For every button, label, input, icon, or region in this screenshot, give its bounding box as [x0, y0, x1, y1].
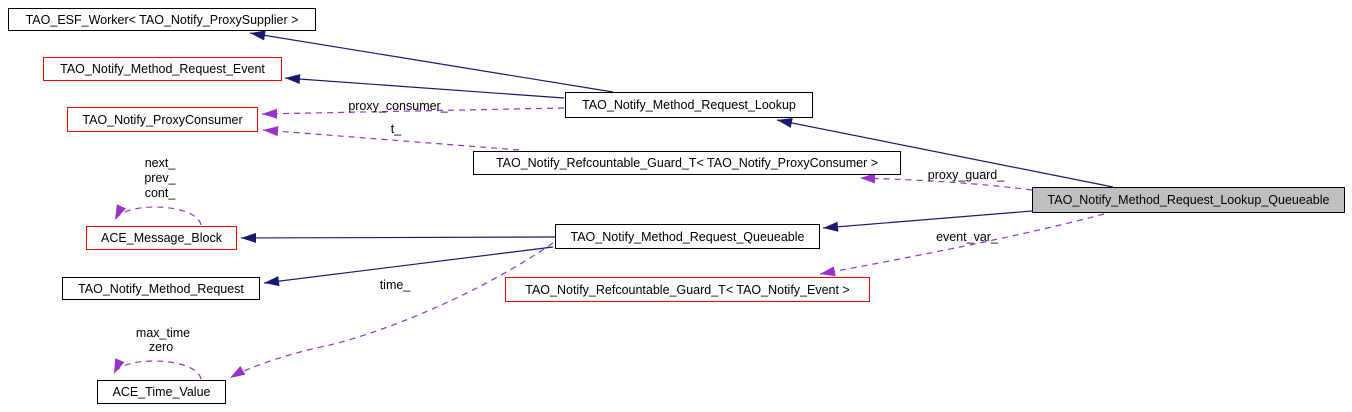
edge-label-next: next_: [144, 156, 176, 170]
edge-label-time: time_: [379, 278, 411, 292]
edge-label-t: t_: [390, 122, 402, 136]
usage-edge-message-block-self-loop: [114, 204, 202, 226]
node-ace-time-value[interactable]: ACE_Time_Value: [97, 380, 226, 404]
edge-label-zero: zero: [148, 340, 174, 354]
edge-label-proxy-guard: proxy_guard_: [927, 168, 1005, 182]
inheritance-edge-lookup-queueable-to-queueable: [822, 210, 1033, 232]
node-tao-notify-method-request-lookup[interactable]: TAO_Notify_Method_Request_Lookup: [565, 92, 813, 118]
node-tao-esf-worker[interactable]: TAO_ESF_Worker< TAO_Notify_ProxySupplier…: [8, 8, 316, 31]
node-tao-notify-method-request-lookup-queueable: TAO_Notify_Method_Request_Lookup_Queueab…: [1032, 187, 1345, 213]
edge-label-cont: cont_: [144, 186, 176, 200]
inheritance-edge-lookup-to-esf-worker: [249, 30, 614, 93]
node-ace-message-block[interactable]: ACE_Message_Block: [86, 226, 237, 250]
usage-edge-time: [229, 242, 554, 379]
edge-label-proxy-consumer: proxy_consumer_: [348, 99, 448, 113]
usage-edge-event-var: [819, 213, 1105, 277]
node-tao-notify-proxyconsumer[interactable]: TAO_Notify_ProxyConsumer: [67, 107, 258, 132]
inheritance-edge-queueable-to-ace-message-block: [240, 232, 556, 243]
node-tao-notify-method-request-event[interactable]: TAO_Notify_Method_Request_Event: [43, 57, 282, 81]
edge-label-max-time: max_time: [135, 326, 191, 340]
node-tao-notify-method-request[interactable]: TAO_Notify_Method_Request: [62, 277, 260, 300]
node-tao-notify-refcountable-guard-t-proxyconsumer[interactable]: TAO_Notify_Refcountable_Guard_T< TAO_Not…: [473, 151, 901, 175]
node-tao-notify-refcountable-guard-t-event[interactable]: TAO_Notify_Refcountable_Guard_T< TAO_Not…: [505, 277, 870, 302]
inheritance-edge-lookup-to-method-request-event: [284, 74, 565, 99]
node-tao-notify-method-request-queueable[interactable]: TAO_Notify_Method_Request_Queueable: [555, 224, 820, 249]
edge-label-prev: prev_: [144, 171, 176, 185]
usage-edge-time-value-self-loop: [113, 358, 202, 380]
edge-label-event-var: event_var_: [936, 230, 998, 244]
